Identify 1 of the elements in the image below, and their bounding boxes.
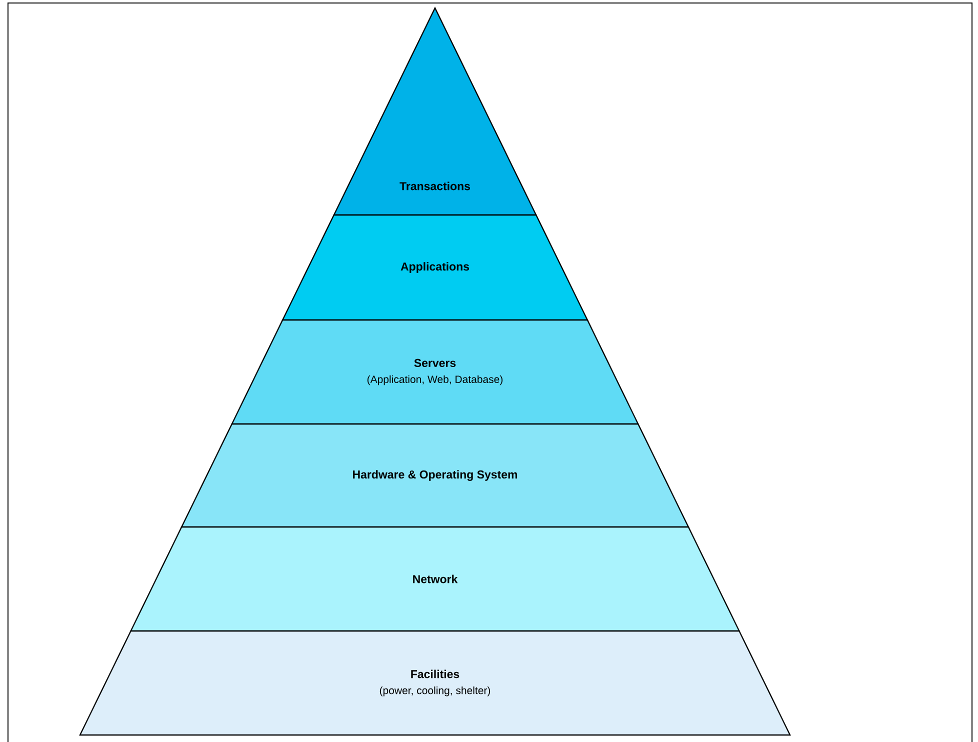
pyramid-layer: Facilities (power, cooling, shelter)	[79, 630, 791, 736]
